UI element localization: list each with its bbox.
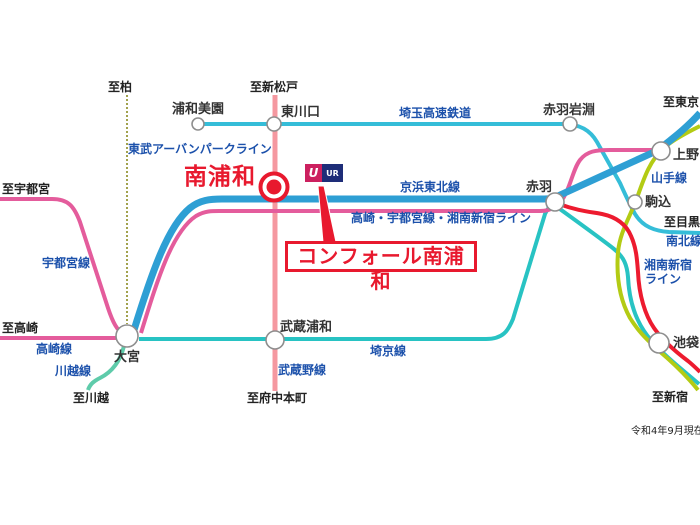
line-label-musashino: 武蔵野線 xyxy=(278,363,327,377)
station-label-akabane: 赤羽 xyxy=(526,180,553,195)
station-dot-omiya xyxy=(115,324,139,348)
station-dot-akabane xyxy=(545,192,565,212)
station-label-ikebukuro: 池袋 xyxy=(673,336,700,351)
line-label-shonan-shinjuku-1: 湘南新宿 xyxy=(644,258,693,272)
dest-tokyo: 至東京 xyxy=(663,95,700,109)
line-label-yamanote: 山手線 xyxy=(651,171,688,185)
line-label-shonan-shinjuku-2: ライン xyxy=(645,272,682,286)
station-label-musashi-urawa: 武蔵浦和 xyxy=(280,320,333,335)
dest-shin-matsudo: 至新松戸 xyxy=(250,80,299,94)
callout-pointer xyxy=(317,185,337,243)
station-label-akabane-iwabuchi: 赤羽岩淵 xyxy=(543,103,596,118)
station-dot-akabane-iwabuchi xyxy=(562,116,578,132)
ur-badge: U UR xyxy=(305,164,343,182)
line-label-kawagoe: 川越線 xyxy=(55,364,92,378)
line-label-namboku: 南北線 xyxy=(666,234,700,248)
dest-shinjuku: 至新宿 xyxy=(652,390,689,404)
minami-urawa-marker-core xyxy=(266,179,282,195)
ur-logo-mark: U xyxy=(305,164,322,182)
shonan-shinjuku-line-path xyxy=(558,202,700,374)
ur-logo-text: UR xyxy=(322,164,343,182)
line-label-takasaki-utsunomiya-shonan: 高崎・宇都宮線・湘南新宿ライン xyxy=(351,211,532,225)
line-label-saitama-rapid: 埼玉高速鉄道 xyxy=(399,106,472,120)
station-label-urawa-misono: 浦和美園 xyxy=(172,102,225,117)
dest-utsunomiya: 至宇都宮 xyxy=(2,182,51,196)
dest-takasaki: 至高崎 xyxy=(2,321,39,335)
line-label-keihin-tohoku: 京浜東北線 xyxy=(400,180,461,194)
property-callout: コンフォール南浦和 xyxy=(285,241,477,293)
line-label-utsunomiya: 宇都宮線 xyxy=(42,256,91,270)
station-label-higashi-kawaguchi: 東川口 xyxy=(281,105,321,120)
station-dot-ikebukuro xyxy=(648,332,670,354)
station-dot-komagome xyxy=(627,194,643,210)
station-dot-musashi-urawa xyxy=(265,330,285,350)
kawagoe-line-path xyxy=(86,345,126,391)
station-label-komagome: 駒込 xyxy=(645,195,672,210)
dest-meguro: 至目黒 xyxy=(664,215,700,229)
station-label-ueno: 上野 xyxy=(673,148,700,163)
line-label-saikyo: 埼京線 xyxy=(370,344,407,358)
line-label-tobu-urban-park: 東武アーバンパークライン xyxy=(128,142,272,156)
station-dot-urawa-misono xyxy=(191,117,205,131)
saitama-rapid-namboku-line-path xyxy=(198,122,700,235)
as-of-date-note: 令和4年9月現在 xyxy=(631,426,700,437)
station-label-minami-urawa: 南浦和 xyxy=(184,164,256,190)
dest-fuchu-hommachi: 至府中本町 xyxy=(247,391,308,405)
station-dot-higashi-kawaguchi xyxy=(266,116,282,132)
dest-kawagoe: 至川越 xyxy=(73,391,110,405)
station-label-omiya: 大宮 xyxy=(114,350,141,365)
line-label-takasaki: 高崎線 xyxy=(36,342,73,356)
dest-kashiwa: 至柏 xyxy=(108,80,133,94)
station-dot-ueno xyxy=(651,141,671,161)
takasaki-utsunomiya-shonan-line-path xyxy=(139,148,652,334)
